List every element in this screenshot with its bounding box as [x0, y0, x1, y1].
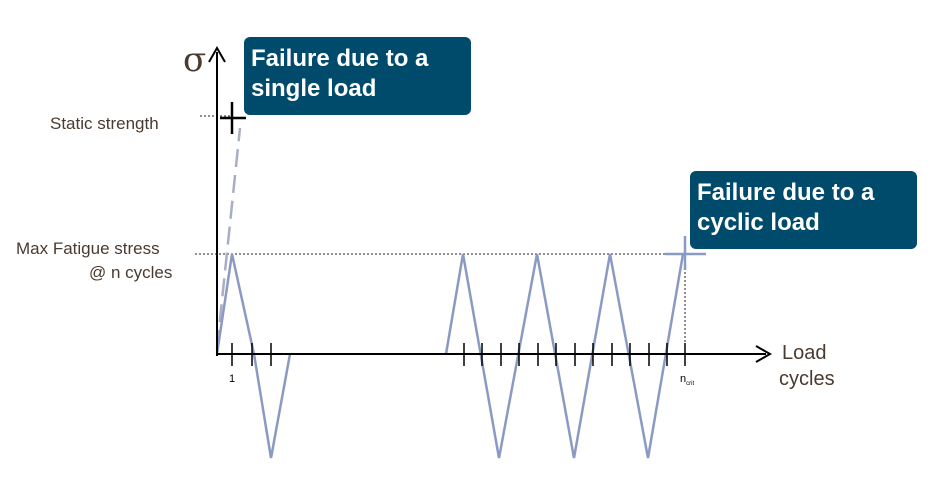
static-failure-cross: [220, 102, 246, 134]
fatigue-stress-label-line1: Max Fatigue stress: [16, 239, 160, 258]
callout-cyclic-line1: Failure due to a: [697, 179, 875, 206]
x-axis-ticks: [231, 343, 686, 366]
static-strength-label: Static strength: [50, 114, 159, 133]
callout-single-line2: single load: [251, 75, 377, 102]
x-axis-arrowhead: [755, 345, 773, 363]
tick-ncrit-sub: crit: [686, 381, 695, 387]
fatigue-stress-label-line2: @ n cycles: [89, 263, 173, 282]
cyclic-load-signal-start: [215, 253, 292, 459]
callout-single-line1: Failure due to a: [251, 45, 429, 72]
callout-single-load: Failure due to a single load: [244, 37, 471, 115]
y-axis-arrowhead: [208, 45, 226, 63]
static-load-ramp: [215, 127, 242, 349]
callout-cyclic-load: Failure due to a cyclic load: [690, 171, 917, 249]
cyclic-failure-cross: [665, 236, 706, 270]
callout-cyclic-line2: cyclic load: [697, 209, 820, 236]
x-axis-label-line1: Load: [782, 342, 827, 364]
x-axis-label-line2: cycles: [779, 368, 835, 390]
tick-ncrit-label: ncrit: [680, 372, 694, 388]
y-axis-symbol: σ: [183, 40, 207, 80]
tick-ncrit-main: n: [680, 373, 687, 385]
tick-1-label: 1: [229, 373, 236, 385]
